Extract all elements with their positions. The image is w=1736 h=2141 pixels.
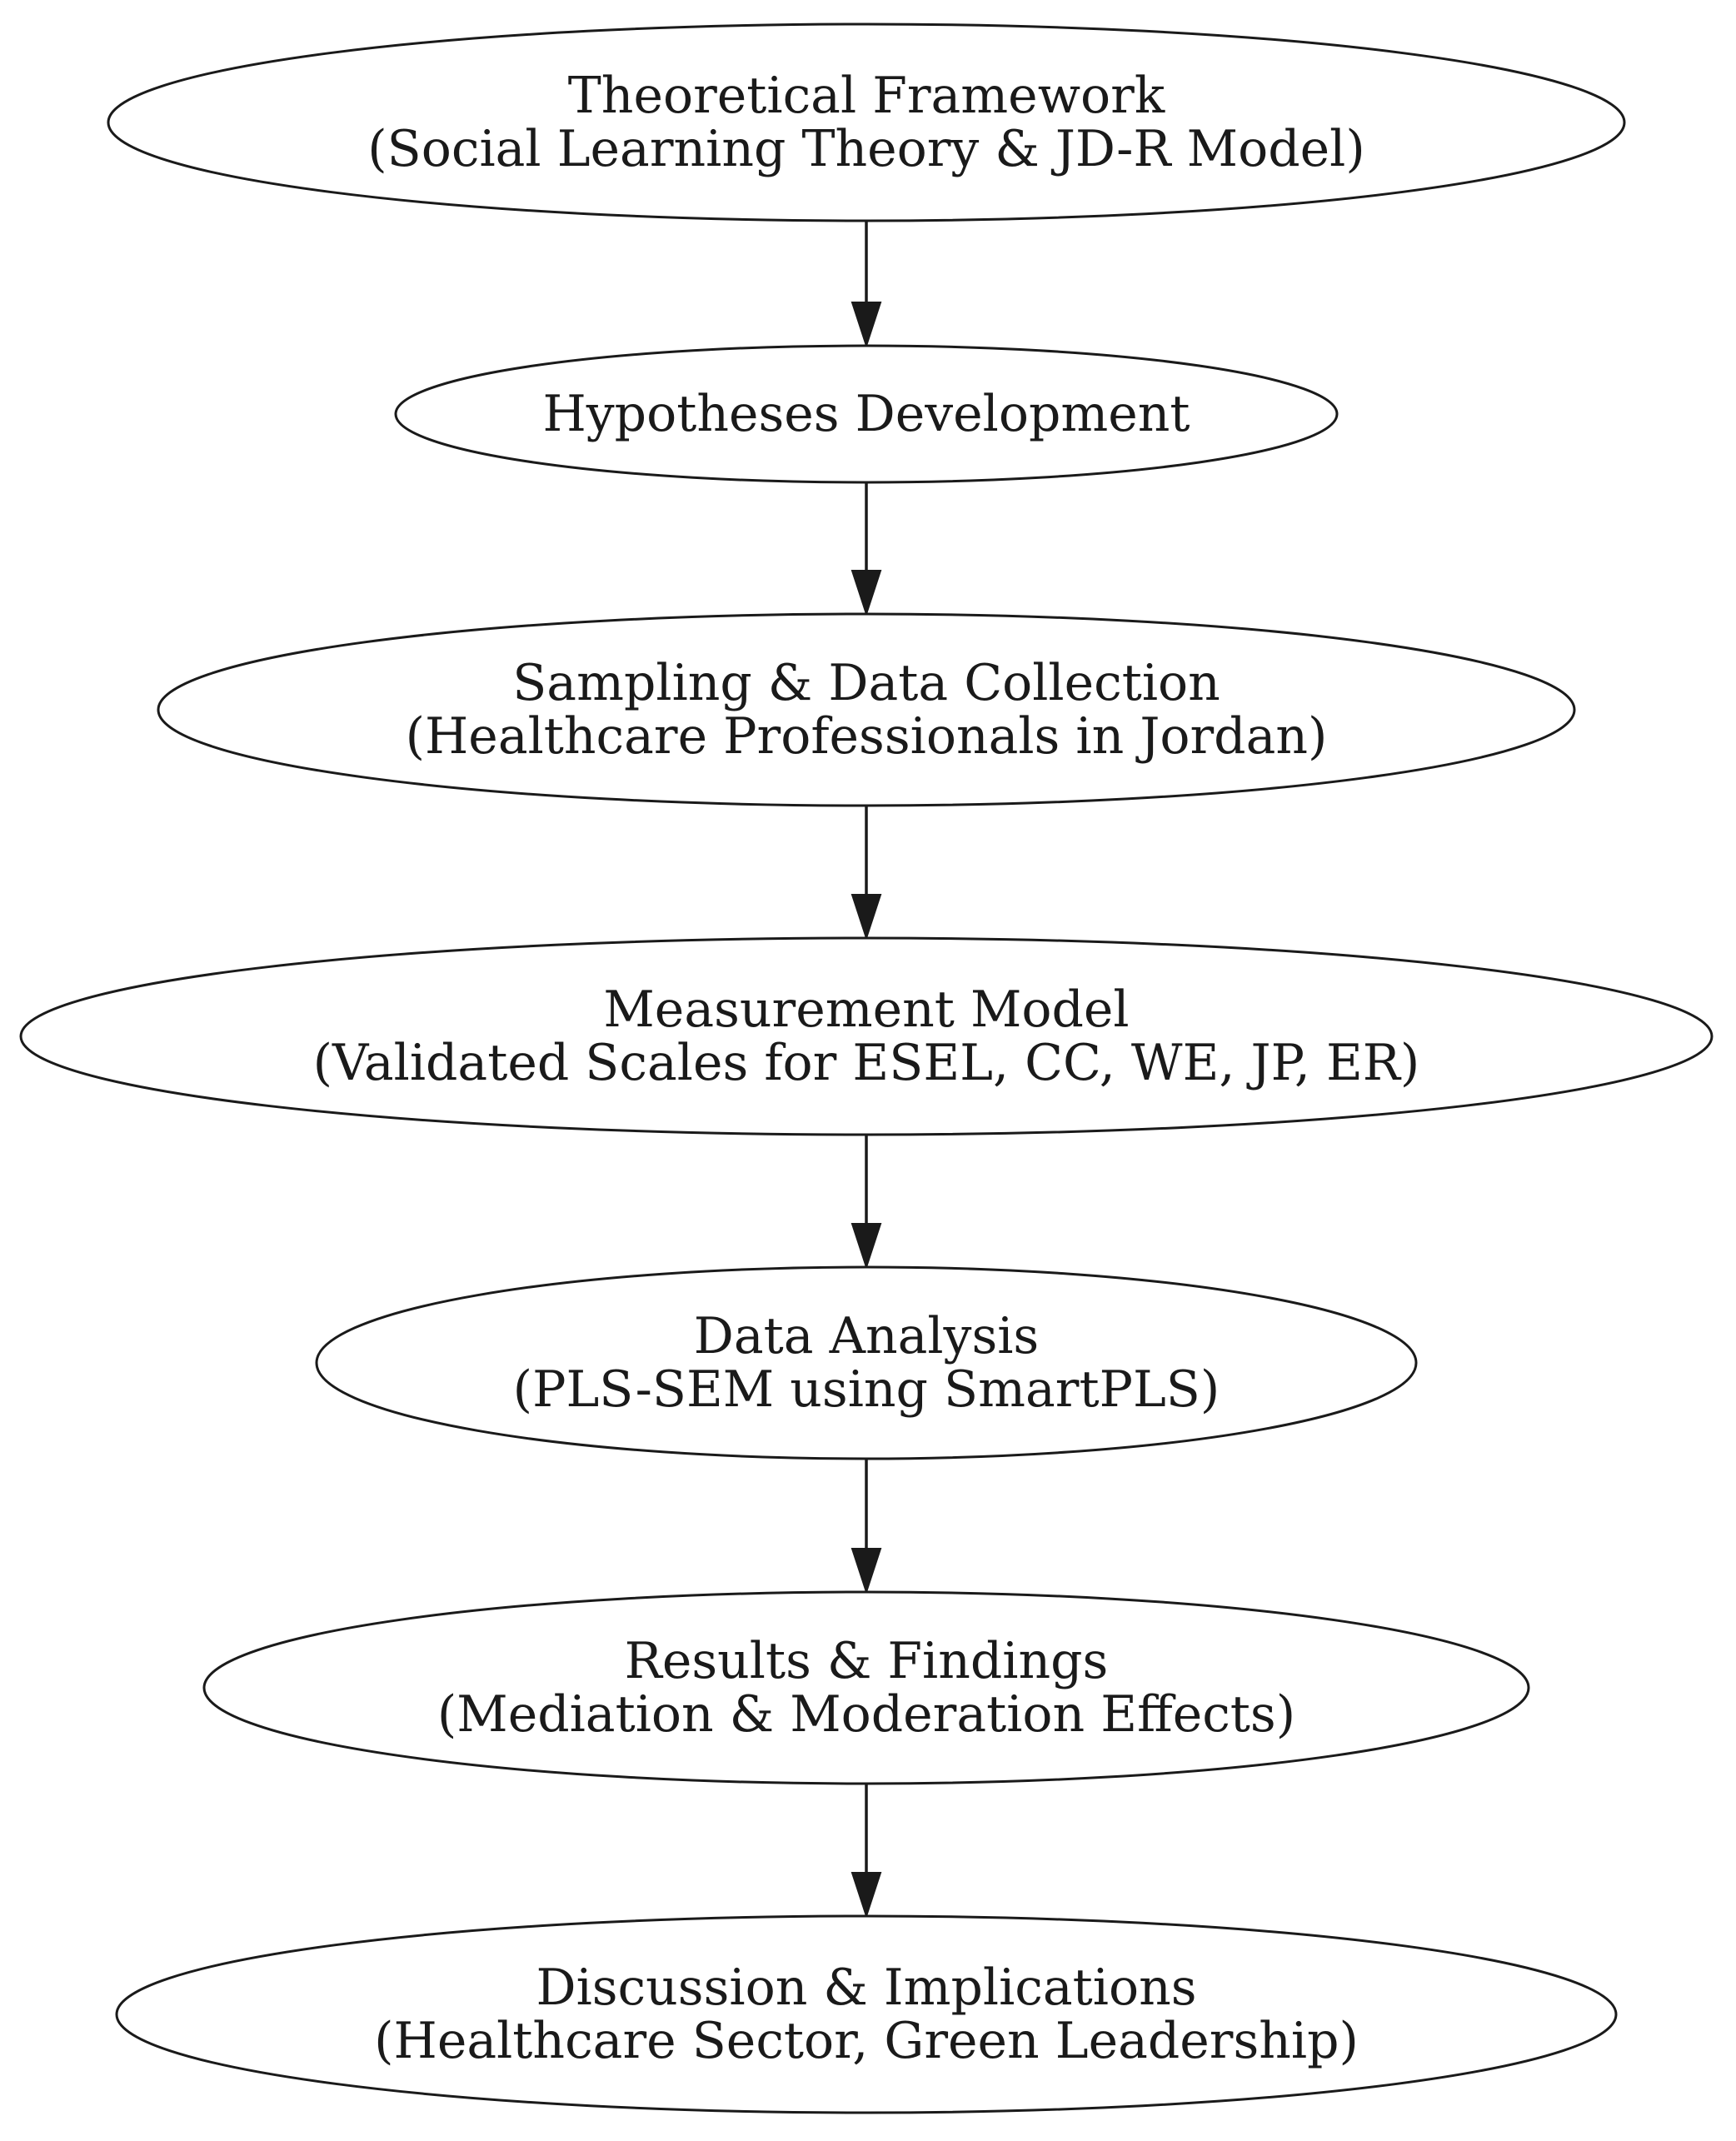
node-results-findings: Results & Findings(Mediation & Moderatio… bbox=[202, 1590, 1530, 1785]
node-hypotheses-development: Hypotheses Development bbox=[394, 344, 1339, 484]
node-ellipse bbox=[19, 936, 1714, 1136]
arrowhead bbox=[851, 1223, 882, 1270]
edges-layer bbox=[851, 221, 882, 1919]
node-subtitle: (Mediation & Moderation Effects) bbox=[437, 1685, 1295, 1744]
node-title: Theoretical Framework bbox=[568, 67, 1165, 125]
node-theoretical-framework: Theoretical Framework(Social Learning Th… bbox=[107, 22, 1626, 222]
node-measurement-model: Measurement Model(Validated Scales for E… bbox=[19, 936, 1714, 1136]
node-title: Measurement Model bbox=[603, 981, 1129, 1039]
node-ellipse bbox=[315, 1265, 1418, 1460]
node-title: Results & Findings bbox=[625, 1632, 1109, 1690]
node-data-analysis: Data Analysis(PLS-SEM using SmartPLS) bbox=[315, 1265, 1418, 1460]
node-sampling-data-collection: Sampling & Data Collection(Healthcare Pr… bbox=[157, 612, 1576, 807]
node-ellipse bbox=[115, 1914, 1618, 2114]
edge-arrow bbox=[851, 806, 882, 941]
edge-arrow bbox=[851, 1459, 882, 1595]
arrowhead bbox=[851, 570, 882, 617]
node-ellipse bbox=[202, 1590, 1530, 1785]
node-subtitle: (Healthcare Professionals in Jordan) bbox=[406, 707, 1328, 766]
nodes-layer: Theoretical Framework(Social Learning Th… bbox=[19, 22, 1714, 2114]
node-title: Data Analysis bbox=[694, 1307, 1039, 1365]
node-subtitle: (Validated Scales for ESEL, CC, WE, JP, … bbox=[313, 1034, 1420, 1092]
node-subtitle: (Social Learning Theory & JD-R Model) bbox=[367, 120, 1365, 178]
arrowhead bbox=[851, 302, 882, 349]
node-title: Sampling & Data Collection bbox=[512, 654, 1220, 712]
edge-arrow bbox=[851, 1784, 882, 1919]
node-ellipse bbox=[157, 612, 1576, 807]
edge-arrow bbox=[851, 482, 882, 617]
node-subtitle: (Healthcare Sector, Green Leadership) bbox=[374, 2012, 1359, 2070]
arrowhead bbox=[851, 1548, 882, 1595]
arrowhead bbox=[851, 1872, 882, 1919]
arrowhead bbox=[851, 894, 882, 941]
node-ellipse bbox=[394, 344, 1339, 484]
node-title: Discussion & Implications bbox=[536, 1959, 1196, 2017]
edge-arrow bbox=[851, 1135, 882, 1270]
node-discussion-implications: Discussion & Implications(Healthcare Sec… bbox=[115, 1914, 1618, 2114]
node-ellipse bbox=[107, 22, 1626, 222]
node-subtitle: (PLS-SEM using SmartPLS) bbox=[513, 1360, 1220, 1419]
edge-arrow bbox=[851, 221, 882, 349]
node-title: Hypotheses Development bbox=[542, 385, 1190, 443]
